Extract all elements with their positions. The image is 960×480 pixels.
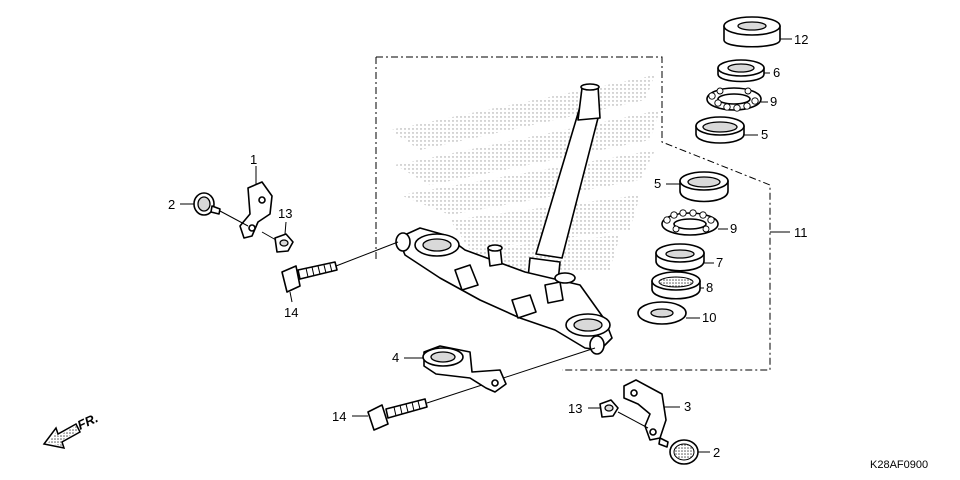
leader-nut-lower bbox=[617, 411, 649, 429]
callout-2: 2 bbox=[713, 445, 720, 460]
brake-hose-bracket-1 bbox=[239, 181, 273, 239]
grommet-2-lower bbox=[658, 437, 699, 465]
steering-stem bbox=[527, 83, 601, 283]
nut-13-lower bbox=[599, 399, 619, 418]
callout-5: 5 bbox=[761, 127, 768, 142]
assembly-boundary bbox=[375, 56, 771, 371]
inner-race-7 bbox=[655, 243, 705, 272]
nut-13-upper bbox=[274, 233, 294, 253]
grommet-2-upper bbox=[193, 192, 221, 216]
leader-14a bbox=[289, 291, 293, 303]
callout-9: 9 bbox=[770, 94, 777, 109]
callout-14: 14 bbox=[332, 409, 346, 424]
washer-10 bbox=[637, 301, 687, 325]
callout-6: 6 bbox=[773, 65, 780, 80]
callout-1: 1 bbox=[250, 152, 257, 167]
brake-hose-bracket-3 bbox=[623, 379, 667, 441]
callout-2: 2 bbox=[168, 197, 175, 212]
front-direction-label: FR. bbox=[75, 410, 100, 432]
leader-13a bbox=[284, 221, 287, 235]
callout-9: 9 bbox=[730, 221, 737, 236]
seal-6 bbox=[717, 59, 765, 83]
callout-12: 12 bbox=[794, 32, 808, 47]
clamp-bracket-4 bbox=[422, 345, 507, 393]
callout-14: 14 bbox=[284, 305, 298, 320]
bolt-lower bbox=[367, 398, 428, 431]
front-direction-arrow-icon bbox=[42, 422, 81, 449]
callout-5: 5 bbox=[654, 176, 661, 191]
bolt-upper bbox=[281, 261, 338, 293]
callout-13: 13 bbox=[568, 401, 582, 416]
callout-3: 3 bbox=[684, 399, 691, 414]
leader-grommet-upper bbox=[219, 210, 249, 227]
callout-11: 11 bbox=[794, 225, 808, 240]
leader-bolt-upper bbox=[335, 241, 399, 267]
callout-4: 4 bbox=[392, 350, 399, 365]
leader-bolt-lower bbox=[426, 347, 596, 404]
dust-seal-8 bbox=[651, 271, 701, 300]
leader-nut-upper bbox=[261, 231, 277, 241]
bearing-race-5-upper bbox=[695, 116, 745, 144]
ball-race-9-upper bbox=[706, 87, 762, 112]
lock-nut-12 bbox=[723, 16, 781, 48]
callout-13: 13 bbox=[278, 206, 292, 221]
lower-bracket bbox=[395, 227, 613, 355]
drawing-code: K28AF0900 bbox=[870, 459, 928, 471]
callout-8: 8 bbox=[706, 280, 713, 295]
callout-7: 7 bbox=[716, 255, 723, 270]
callout-10: 10 bbox=[702, 310, 716, 325]
bearing-race-5-lower bbox=[679, 171, 729, 203]
ball-race-9-lower bbox=[661, 209, 719, 236]
